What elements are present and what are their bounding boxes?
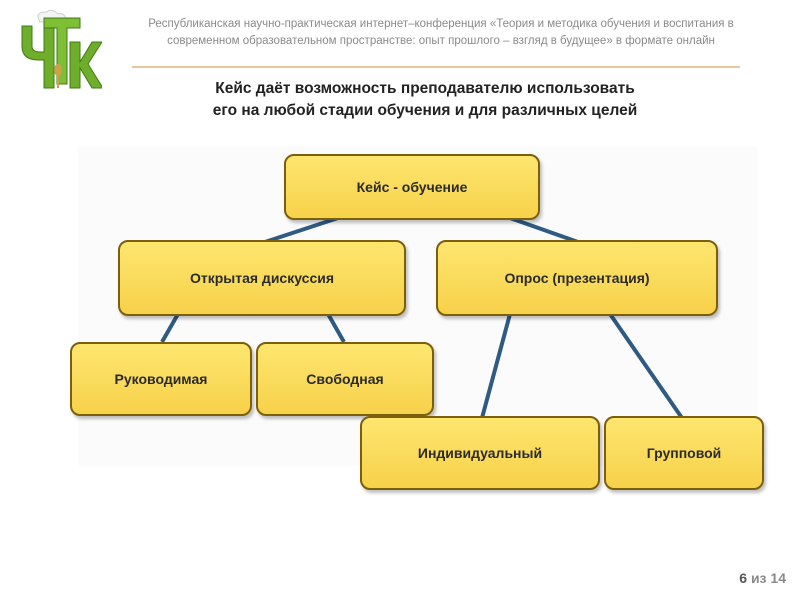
conference-header: Республиканская научно-практическая инте… xyxy=(96,16,786,50)
slide-title-line2: его на любой стадии обучения и для разли… xyxy=(212,102,638,119)
slide-counter-separator: из xyxy=(750,570,767,586)
node-group-label: Групповой xyxy=(646,445,722,461)
case-study-diagram: Кейс - обучение Открытая дискуссия Опрос… xyxy=(70,140,790,500)
slide-counter: 6 из 14 xyxy=(739,570,786,586)
node-individual: Индивидуальный xyxy=(360,416,600,490)
header-divider xyxy=(132,66,740,68)
slide-title: Кейс даёт возможность преподавателю испо… xyxy=(120,78,730,122)
connector-left-free xyxy=(326,313,346,343)
node-individual-label: Индивидуальный xyxy=(417,445,543,461)
node-open-discussion: Открытая дискуссия xyxy=(118,240,406,316)
college-logo xyxy=(18,8,104,90)
node-survey-presentation: Опрос (презентация) xyxy=(436,240,718,316)
conference-header-line2: современном образовательном пространстве… xyxy=(167,35,715,47)
node-case-learning: Кейс - обучение xyxy=(284,154,540,220)
connector-root-left xyxy=(264,216,339,244)
connector-root-right xyxy=(509,216,579,244)
connector-right-group xyxy=(608,312,684,420)
connector-left-guided xyxy=(160,313,180,343)
diagram-connectors xyxy=(160,216,684,420)
slide-counter-total: 14 xyxy=(770,570,786,586)
slide-title-line1: Кейс даёт возможность преподавателю испо… xyxy=(215,80,635,97)
slide-counter-current: 6 xyxy=(739,570,748,586)
node-case-learning-label: Кейс - обучение xyxy=(356,179,468,195)
connector-right-individual xyxy=(480,313,512,419)
node-guided-label: Руководимая xyxy=(114,371,208,387)
conference-header-line1: Республиканская научно-практическая инте… xyxy=(148,18,734,30)
node-survey-presentation-label: Опрос (презентация) xyxy=(504,270,650,286)
node-group: Групповой xyxy=(604,416,764,490)
node-free: Свободная xyxy=(256,342,434,416)
node-guided: Руководимая xyxy=(70,342,252,416)
node-open-discussion-label: Открытая дискуссия xyxy=(189,270,335,286)
node-free-label: Свободная xyxy=(306,371,384,387)
